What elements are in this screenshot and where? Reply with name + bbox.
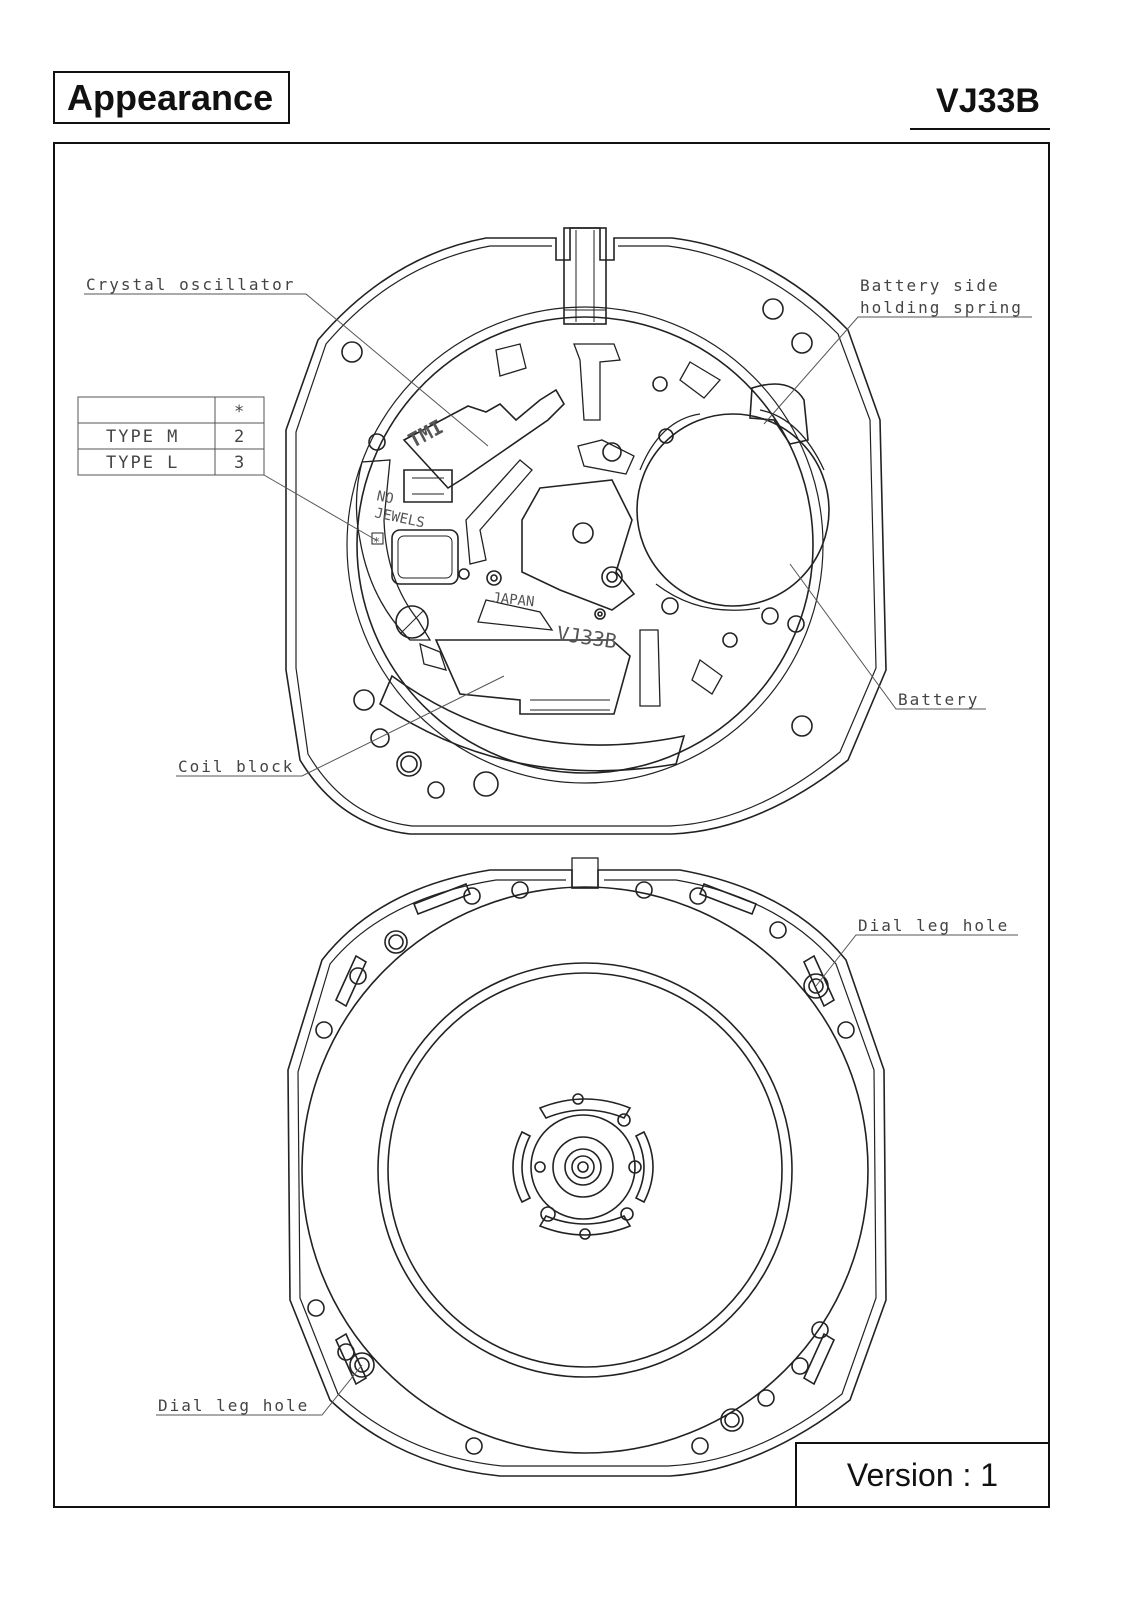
engraving-no: NO [375, 488, 395, 507]
engraving-jewel-mark: * [373, 535, 380, 549]
model-number: VJ33B [910, 78, 1050, 130]
bottom-plate-outline [287, 869, 887, 1477]
center-wheel [530, 1114, 636, 1220]
jewel-table-type-m: TYPE M [106, 427, 179, 447]
battery [636, 413, 830, 607]
movement-top-view: TMI [285, 227, 887, 835]
dial-outer-ring [301, 886, 869, 1454]
jewel-table-type-l: TYPE L [106, 453, 179, 473]
page-title: Appearance [53, 71, 290, 124]
version-label: Version : 1 [795, 1442, 1050, 1508]
callout-dial-leg-hole-top: Dial leg hole [858, 916, 1009, 935]
callout-crystal-oscillator: Crystal oscillator [86, 275, 295, 294]
callout-battery: Battery [898, 690, 979, 709]
top-plate-outline [285, 227, 887, 835]
engraving-caliber: VJ33B [555, 621, 618, 653]
dial-leg-hole-left [349, 1352, 375, 1378]
callouts-bottom: Dial leg hole Dial leg hole [156, 916, 1018, 1416]
callout-battery-side-2: holding spring [860, 298, 1023, 317]
jewel-table-header-symbol: * [234, 402, 246, 422]
dial-leg-hole-right [803, 973, 829, 999]
coil-block [434, 639, 631, 715]
callout-battery-side-1: Battery side [860, 276, 1000, 295]
callout-coil-block: Coil block [178, 757, 294, 776]
battery-holding-spring [749, 383, 809, 445]
movement-bottom-view [287, 857, 887, 1477]
drawing-frame [53, 142, 1050, 1508]
jewel-table: * TYPE M 2 TYPE L 3 [77, 396, 377, 541]
callout-dial-leg-hole-bottom: Dial leg hole [158, 1396, 309, 1415]
engraving-japan: JAPAN [492, 590, 536, 610]
crystal-oscillator [402, 388, 565, 490]
callouts-top: Crystal oscillator Battery side holding … [84, 275, 1032, 777]
jewel-table-value-l: 3 [234, 453, 246, 473]
jewel-table-value-m: 2 [234, 427, 246, 447]
inner-ring [356, 316, 814, 774]
engraving-jewels: JEWELS [373, 505, 426, 531]
train-bridge [521, 479, 636, 611]
winding-stem [563, 227, 607, 325]
